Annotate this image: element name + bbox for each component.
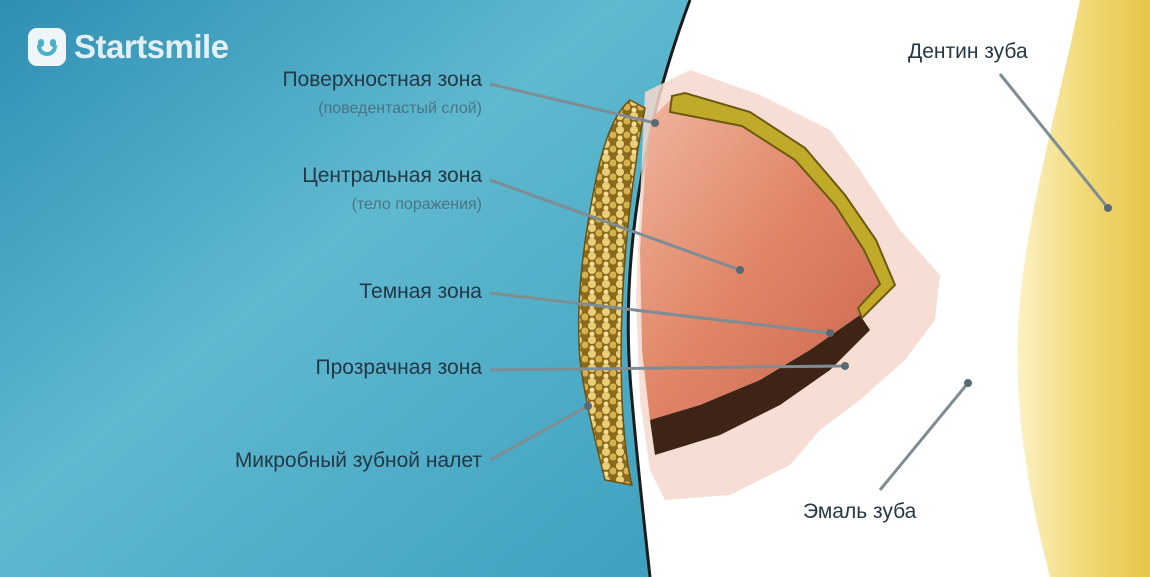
label-microbial-plaque: Микробный зубной налет — [234, 449, 482, 472]
startsmile-logo: Startsmile — [28, 28, 229, 66]
label-transparent-zone: Прозрачная зона — [315, 356, 482, 379]
surface-layer-band — [668, 91, 897, 320]
background-blue — [0, 0, 690, 577]
label-dentin: Дентин зуба — [908, 40, 1028, 63]
plaque-layer — [577, 99, 646, 486]
dentin-area — [1017, 0, 1150, 577]
logo-text: Startsmile — [74, 28, 229, 65]
pointer-dots — [584, 119, 1112, 410]
smile-face-icon — [28, 28, 66, 66]
label-surface-zone-sub: (поведентастый слой) — [318, 100, 482, 117]
lesion-body — [640, 100, 885, 420]
label-surface-zone: Поверхностная зона — [282, 68, 482, 91]
label-enamel: Эмаль зуба — [803, 500, 917, 523]
pointer-lines — [489, 73, 1110, 491]
label-central-zone-sub: (тело поражения) — [351, 196, 482, 213]
label-central-zone: Центральная зона — [302, 164, 482, 187]
label-dark-zone: Темная зона — [359, 280, 482, 303]
dark-zone-band — [650, 315, 870, 455]
